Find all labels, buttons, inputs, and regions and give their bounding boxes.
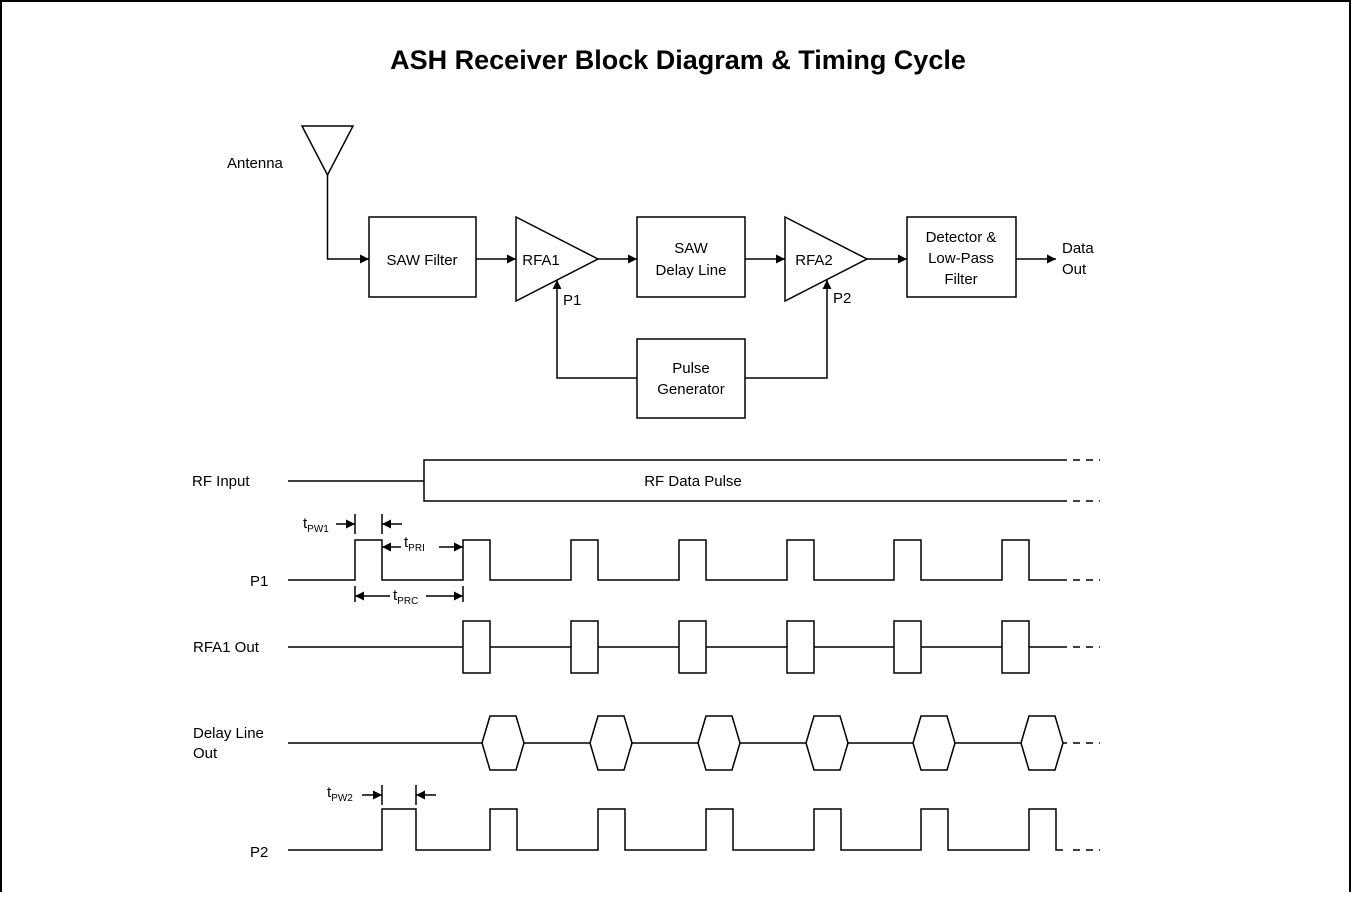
detector-filter-block: [906, 216, 1017, 298]
delay-burst: [805, 715, 849, 771]
p2-waveform: [288, 808, 1063, 851]
pulse-generator-block: [636, 338, 746, 419]
delay-line-out-label-2: Out: [193, 745, 218, 762]
detector-label-3: Filter: [944, 271, 977, 288]
delay-burst: [697, 715, 741, 771]
saw-filter-label: SAW Filter: [386, 252, 457, 269]
p1-block-label: P1: [563, 292, 581, 309]
data-out-label-1: Data: [1062, 240, 1094, 257]
rfa1-burst: [462, 620, 491, 674]
delay-line-out-bursts: [481, 715, 1064, 771]
antenna-icon: [300, 125, 355, 177]
t-pri-annotation: tPRI: [404, 534, 425, 554]
rf-input-label: RF Input: [192, 473, 250, 490]
delay-line-out-label-1: Delay Line: [193, 725, 264, 742]
rf-input-continuation: [1073, 459, 1100, 502]
t-pw1-annotation: tPW1: [303, 515, 329, 535]
t-prc-annotation: tPRC: [393, 587, 418, 607]
p2-timing-label: P2: [250, 844, 268, 861]
rfa1-burst: [1001, 620, 1030, 674]
saw-delay-line-label-1: SAW: [674, 240, 708, 257]
p1-timing-label: P1: [250, 573, 268, 590]
rf-data-pulse-label: RF Data Pulse: [644, 473, 742, 490]
p2-block-label: P2: [833, 290, 851, 307]
p2-control-wire: [745, 280, 832, 379]
rfa2-label: RFA2: [795, 252, 833, 269]
p1-control-wire: [552, 280, 637, 379]
rfa1-out-bursts: [462, 620, 1030, 674]
p1-waveform: [288, 539, 1067, 581]
detector-label-1: Detector &: [926, 229, 997, 246]
rfa1-burst: [786, 620, 815, 674]
antenna-wire: [326, 175, 369, 264]
data-out-label-2: Out: [1062, 261, 1087, 278]
rfa1-label: RFA1: [522, 252, 560, 269]
rfa1-out-label: RFA1 Out: [193, 639, 260, 656]
rfa1-burst: [570, 620, 599, 674]
pulse-generator-label-2: Generator: [657, 381, 725, 398]
saw-delay-line-block: [636, 216, 746, 298]
antenna-label: Antenna: [227, 155, 284, 172]
pulse-generator-label-1: Pulse: [672, 360, 710, 377]
rfa1-burst: [893, 620, 922, 674]
saw-filter-block: [368, 216, 477, 298]
rf-data-pulse-envelope: [423, 459, 1067, 502]
saw-delay-line-label-2: Delay Line: [656, 262, 727, 279]
detector-label-2: Low-Pass: [928, 250, 994, 267]
rfa1-burst: [678, 620, 707, 674]
delay-burst: [912, 715, 956, 771]
t-pw2-annotation: tPW2: [327, 784, 353, 804]
delay-burst: [589, 715, 633, 771]
page-title: ASH Receiver Block Diagram & Timing Cycl…: [390, 45, 966, 75]
delay-burst: [1020, 715, 1064, 771]
delay-burst: [481, 715, 525, 771]
